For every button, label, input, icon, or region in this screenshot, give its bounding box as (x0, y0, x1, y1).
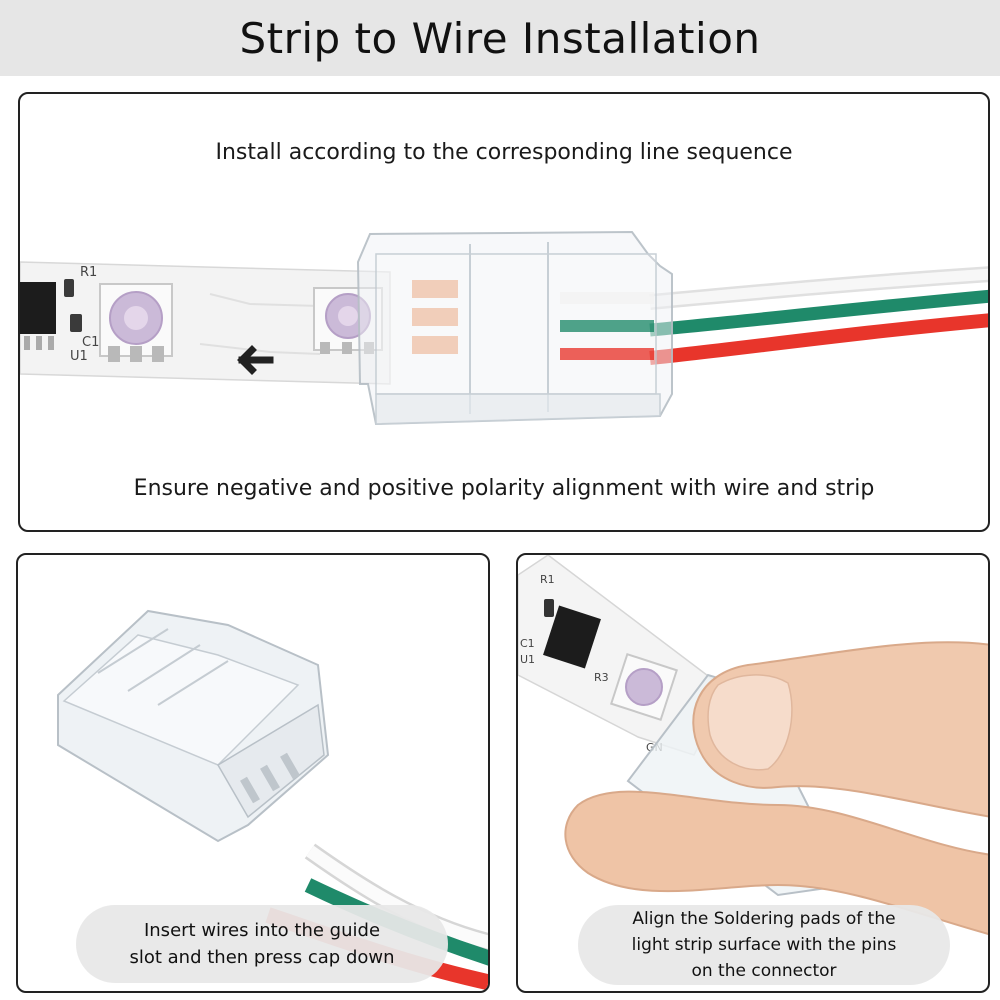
ic-chip (20, 282, 56, 334)
label-r1: R1 (80, 265, 97, 280)
connector-wires-illustration (57, 609, 488, 991)
clear-connector (356, 230, 673, 426)
hand-aligning-illustration: R1 C1 U1 R3 GN (518, 555, 988, 935)
right-panel: R1 C1 U1 R3 GN Align the Soldering pads … (516, 553, 990, 993)
white-wire (306, 845, 488, 949)
label-u1: U1 (520, 653, 535, 666)
top-panel: Install according to the corresponding l… (18, 92, 990, 532)
caption-align-pads: Align the Soldering pads of the light st… (578, 905, 950, 985)
clear-connector (57, 609, 330, 843)
title-bar: Strip to Wire Installation (0, 0, 1000, 76)
red-wire (649, 313, 988, 365)
strip-connector-illustration: R1 C1 U1 (20, 230, 988, 426)
green-wire (649, 289, 988, 337)
caption-insert-wires: Insert wires into the guide slot and the… (76, 905, 448, 983)
white-wire (649, 268, 988, 308)
fingernail (707, 674, 793, 771)
label-c1: C1 (82, 335, 99, 350)
ic-chip (543, 605, 601, 669)
label-c1: C1 (520, 637, 535, 650)
left-panel: Insert wires into the guide slot and the… (16, 553, 490, 993)
label-r1: R1 (540, 573, 555, 586)
label-u1: U1 (70, 349, 88, 364)
bottom-instruction: Ensure negative and positive polarity al… (133, 476, 875, 501)
direction-arrow-icon (237, 345, 274, 375)
top-instruction: Install according to the corresponding l… (215, 140, 793, 165)
page-title: Strip to Wire Installation (239, 13, 761, 63)
label-r3: R3 (594, 671, 609, 684)
